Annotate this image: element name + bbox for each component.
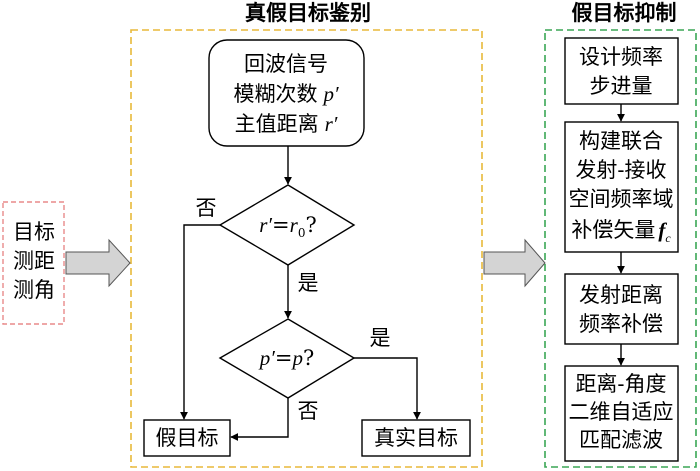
step3-box bbox=[564, 273, 679, 345]
step3-line-2: 频率补偿 bbox=[579, 312, 663, 336]
decision1-no-line bbox=[180, 224, 220, 420]
true-target-box bbox=[361, 419, 471, 457]
decision1-no-label: 否 bbox=[196, 196, 217, 220]
decision2-condition: p′=p? bbox=[258, 346, 314, 370]
decision2-yes-line bbox=[354, 357, 421, 420]
input-to-discrimination-arrow bbox=[65, 238, 131, 288]
decision1-yes-label: 是 bbox=[298, 271, 319, 295]
step2-line-1: 构建联合 bbox=[579, 129, 663, 153]
decision2-no-label: 否 bbox=[298, 399, 319, 423]
step2-box bbox=[564, 121, 679, 253]
suppression-title: 假目标抑制 bbox=[572, 0, 677, 25]
discrimination-to-suppression-arrow bbox=[483, 238, 546, 288]
echo-signal-box bbox=[208, 39, 365, 147]
discrimination-title: 真假目标鉴别 bbox=[245, 0, 371, 25]
input-line-3: 测角 bbox=[13, 278, 55, 302]
false-target-box bbox=[143, 419, 231, 457]
discrimination-frame bbox=[130, 29, 483, 468]
step4-line-1: 距离-角度 bbox=[575, 372, 666, 396]
step4-line-2: 二维自适应 bbox=[569, 400, 674, 424]
suppression-frame bbox=[544, 29, 697, 468]
step2-line-2: 发射-接收 bbox=[575, 158, 666, 182]
step3-line-1: 发射距离 bbox=[579, 283, 663, 307]
input-frame bbox=[2, 201, 65, 325]
step4-box bbox=[564, 365, 679, 462]
step2-line-3: 空间频率域 bbox=[569, 187, 674, 211]
input-line-1: 目标 bbox=[13, 220, 55, 244]
input-line-2: 测距 bbox=[13, 249, 55, 273]
true-target-label: 真实目标 bbox=[374, 426, 458, 450]
decision2-no-line bbox=[230, 398, 289, 441]
decision1-condition: r′=r0? bbox=[259, 213, 316, 240]
decision2-yes-label: 是 bbox=[370, 326, 391, 350]
echo-signal-line-1: 回波信号 bbox=[244, 52, 328, 76]
step1-line-2: 步进量 bbox=[590, 74, 653, 98]
false-target-label: 假目标 bbox=[156, 426, 219, 450]
step1-line-1: 设计频率 bbox=[579, 45, 663, 69]
step4-line-3: 匹配滤波 bbox=[579, 428, 663, 452]
